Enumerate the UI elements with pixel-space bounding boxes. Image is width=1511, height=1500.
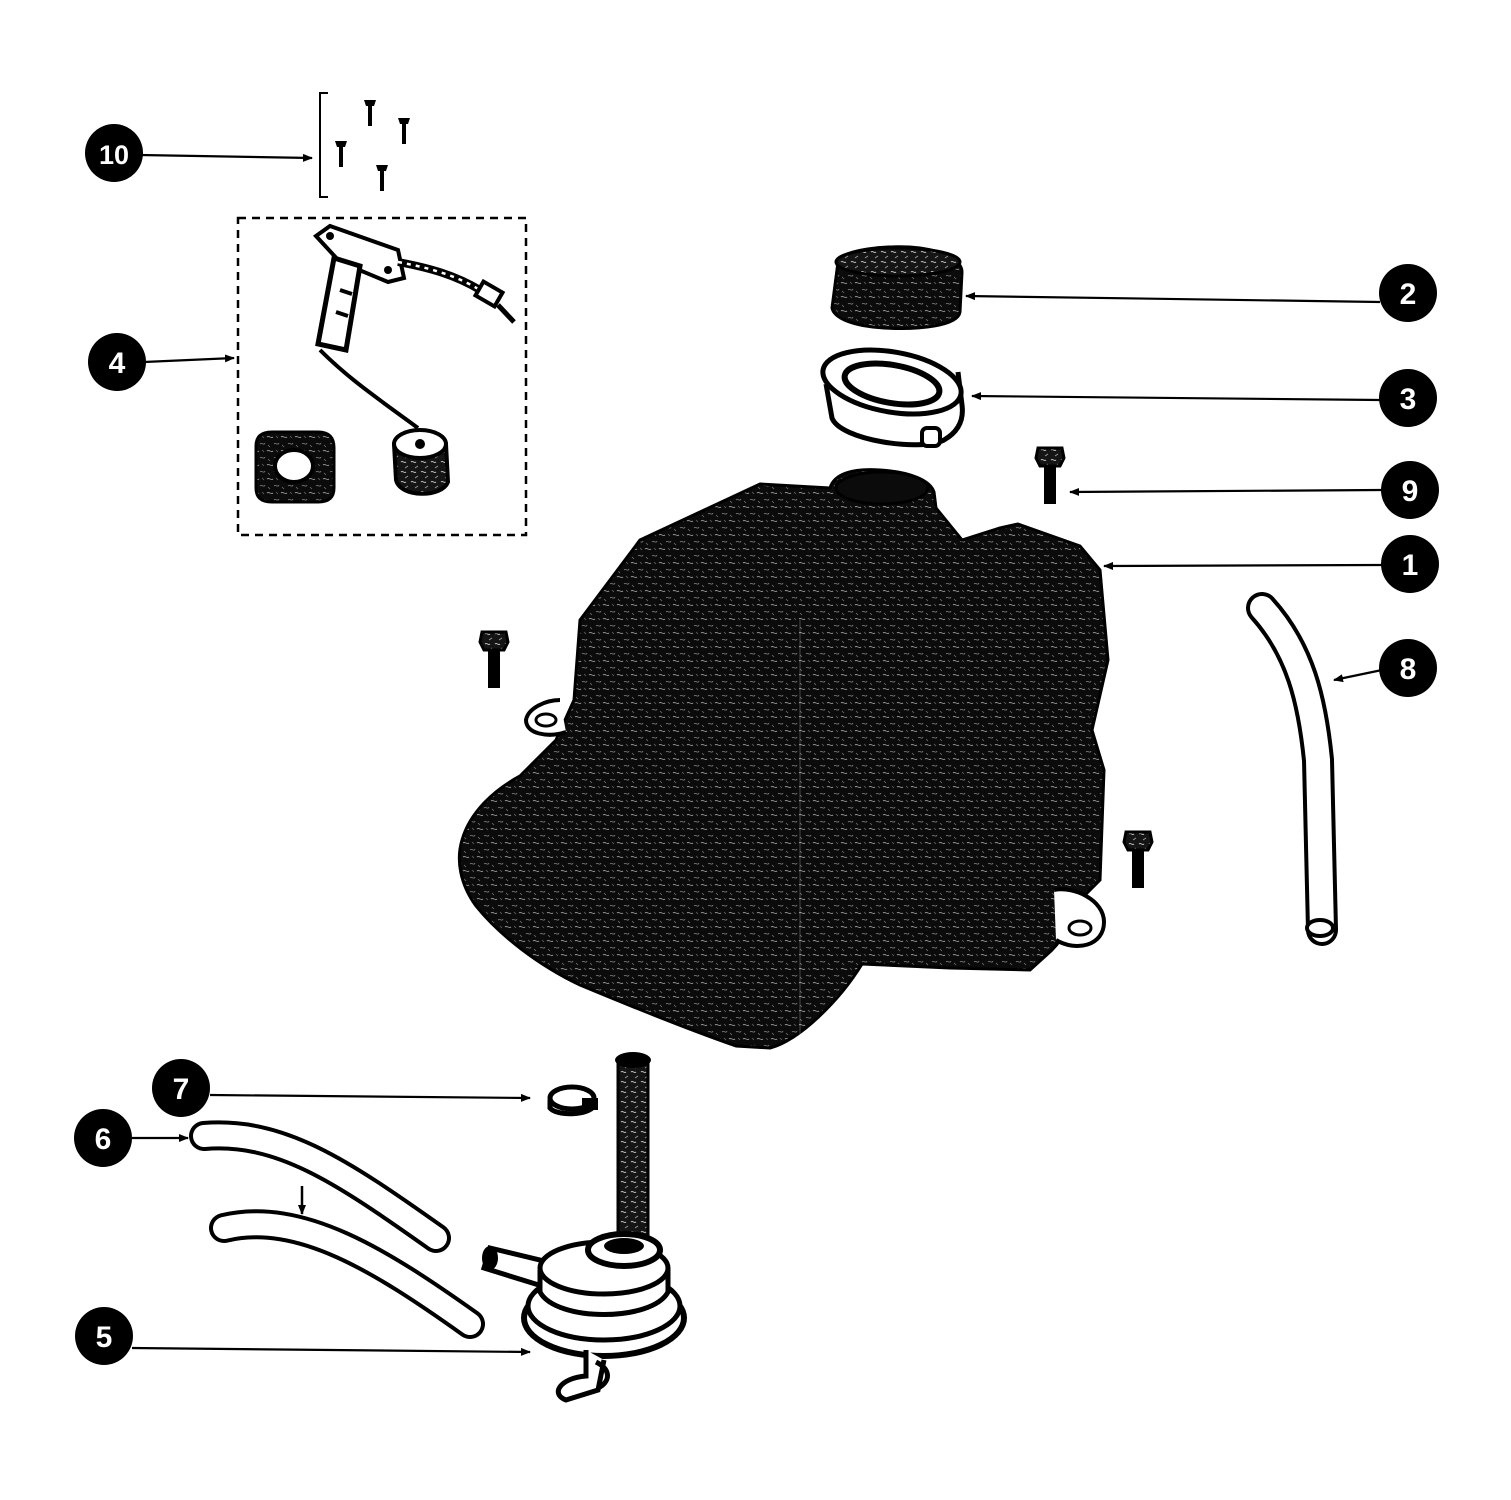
svg-text:8: 8 [1400,653,1417,686]
callout-10: 10 [85,124,143,182]
svg-text:1: 1 [1402,549,1419,582]
filler-neck-ring-drawing [820,347,965,448]
fuel-level-sender-drawing [236,216,528,537]
svg-text:4: 4 [109,347,126,380]
screw-icon [335,141,347,167]
screw-set-drawing [319,92,410,198]
svg-text:5: 5 [96,1321,113,1354]
screw-icon [364,100,376,126]
fuel-tap-drawing [480,1052,687,1403]
tank-bolt-drawing-right [1122,830,1154,888]
leader-lines [131,153,1383,1356]
callout-3: 3 [1379,369,1437,427]
svg-text:7: 7 [173,1073,190,1106]
svg-text:2: 2 [1400,278,1417,311]
fuel-tank-drawing [457,468,1110,1050]
callout-2: 2 [1379,264,1437,322]
callout-4: 4 [88,333,146,391]
callout-8: 8 [1379,639,1437,697]
svg-text:10: 10 [99,140,129,170]
svg-text:3: 3 [1400,383,1417,416]
fuel-hose-drawing [189,1120,485,1339]
callout-9: 9 [1381,461,1439,519]
callout-1: 1 [1381,535,1439,593]
svg-text:9: 9 [1402,475,1419,508]
svg-text:6: 6 [95,1123,112,1156]
breather-hose-drawing [1246,592,1338,946]
tank-bolt-drawing [1034,446,1066,504]
screw-icon [376,165,388,191]
hose-clamp-drawing [547,1084,598,1117]
fuel-cap-drawing [830,245,964,330]
callout-7: 7 [152,1059,210,1117]
callout-5: 5 [75,1307,133,1365]
screw-icon [398,118,410,144]
tank-bolt-drawing-left [478,630,510,688]
callout-6: 6 [74,1109,132,1167]
